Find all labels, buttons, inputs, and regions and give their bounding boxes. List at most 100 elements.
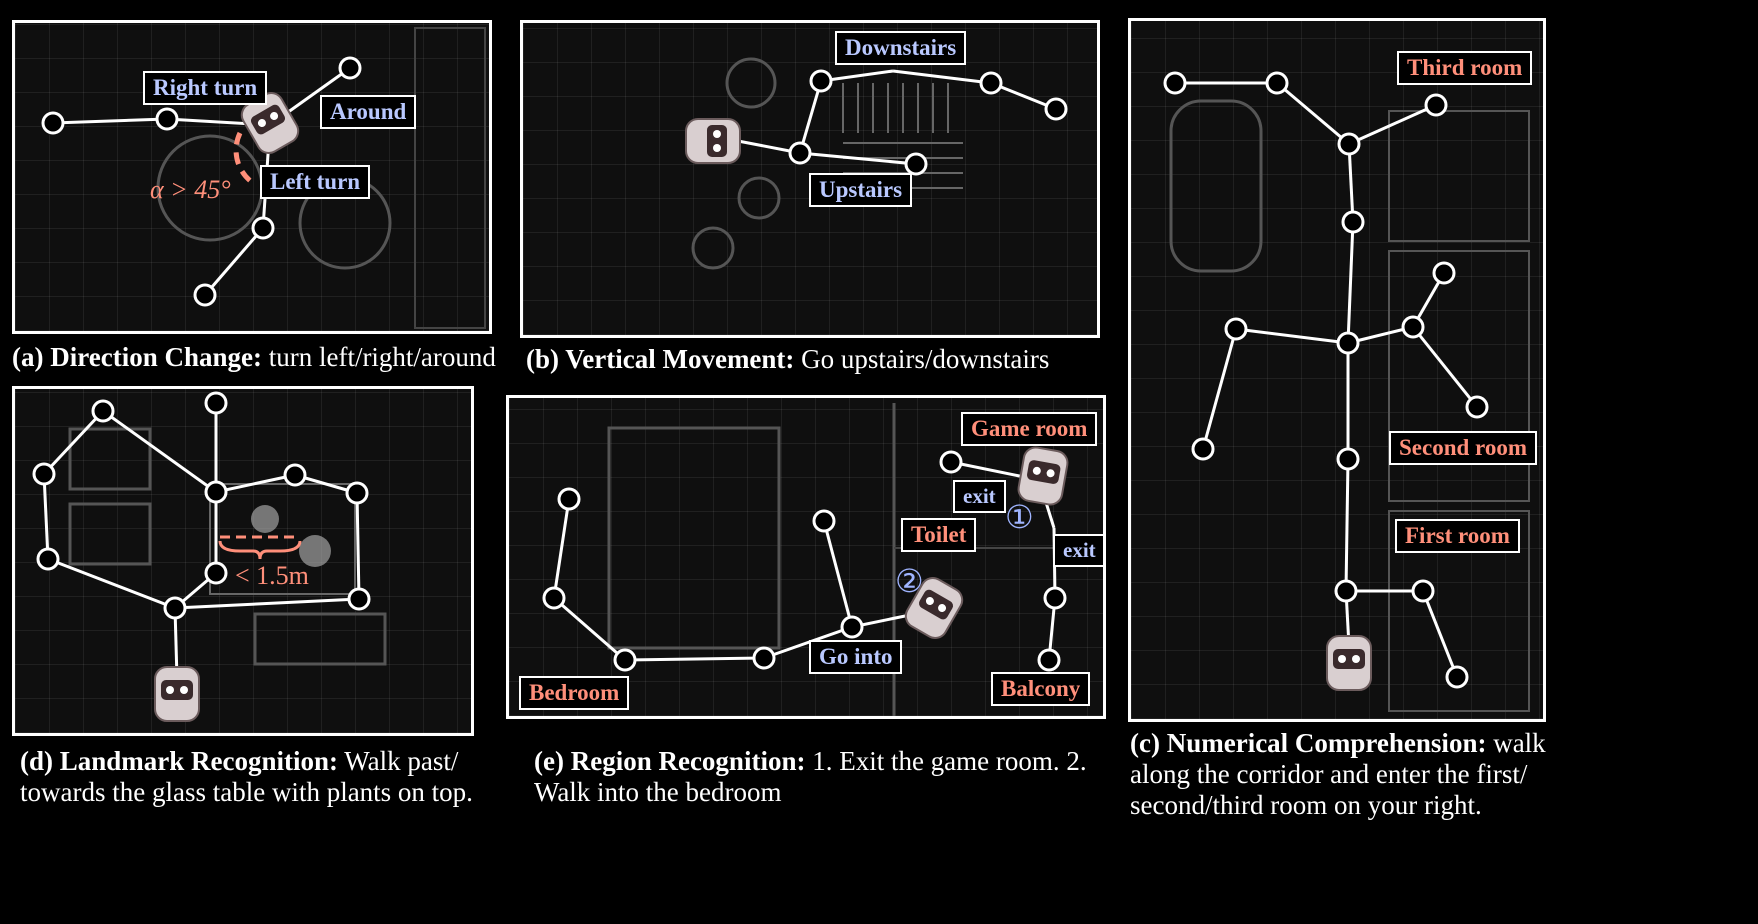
caption-d-text: Walk past/ towards the glass table with … [20, 746, 473, 807]
graph-node [904, 152, 928, 176]
panel-landmark-recognition: < 1.5m [12, 386, 474, 736]
exit-label-1: exit [953, 480, 1006, 513]
panel-region-recognition: Game room exit Toilet exit Bedroom Go in… [506, 395, 1106, 719]
panel-e-graph [542, 403, 1103, 716]
robot-car-icon [1326, 635, 1372, 691]
caption-b: (b) Vertical Movement: Go upstairs/downs… [526, 344, 1106, 375]
step-marker-1: ① [1005, 499, 1034, 535]
room-outline [1388, 510, 1530, 712]
angle-note: α > 45° [150, 175, 231, 204]
toilet-label: Toilet [901, 518, 977, 552]
graph-node [41, 111, 65, 135]
robot-car-icon [154, 666, 200, 722]
caption-b-text: Go upstairs/downstairs [794, 344, 1050, 374]
graph-node [91, 399, 115, 423]
balcony-label: Balcony [991, 672, 1091, 706]
graph-node [979, 71, 1003, 95]
graph-node [1043, 586, 1067, 610]
step-marker-2: ② [895, 563, 924, 599]
graph-node [193, 283, 217, 307]
robot-car-icon [1017, 446, 1069, 506]
sofa-outline [253, 612, 387, 666]
caption-c-text: walk along the corridor and enter the fi… [1130, 728, 1546, 820]
robot-car-icon [685, 118, 741, 164]
caption-a-label: (a) Direction Change: [12, 342, 262, 372]
graph-node [1163, 71, 1187, 95]
robot-car-icon [240, 92, 300, 154]
downstairs-label: Downstairs [835, 31, 967, 65]
panel-a-graph [41, 27, 486, 329]
graph-node [840, 615, 864, 639]
graph-node [1044, 97, 1068, 121]
graph-node [204, 480, 228, 504]
graph-node [283, 463, 307, 487]
graph-node [155, 107, 179, 131]
graph-node [752, 646, 776, 670]
caption-e-text: 1. Exit the game room. 2. Walk into the … [534, 746, 1087, 807]
caption-d: (d) Landmark Recognition: Walk past/ tow… [20, 746, 500, 808]
graph-node [338, 56, 362, 80]
sofa-outline [68, 427, 152, 491]
caption-a: (a) Direction Change: turn left/right/ar… [12, 342, 512, 373]
graph-node [939, 450, 963, 474]
caption-c: (c) Numerical Comprehension: walk along … [1130, 728, 1558, 821]
distance-note: < 1.5m [235, 561, 309, 590]
first-room-label: First room [1395, 519, 1520, 553]
second-room-label: Second room [1389, 431, 1537, 465]
graph-node [557, 487, 581, 511]
plant-icon [299, 535, 331, 567]
graph-node [1445, 665, 1469, 689]
caption-d-label: (d) Landmark Recognition: [20, 746, 339, 776]
wall-outline [414, 27, 486, 329]
graph-node [1224, 317, 1248, 341]
panel-d-graph [32, 391, 387, 722]
graph-node [1411, 579, 1435, 603]
graph-node [1432, 261, 1456, 285]
plant-icon [251, 505, 279, 533]
graph-node [347, 587, 371, 611]
graph-node [1265, 71, 1289, 95]
graph-node [1334, 579, 1358, 603]
caption-e-label: (e) Region Recognition: [534, 746, 806, 776]
graph-node [1424, 93, 1448, 117]
glass-table [209, 483, 356, 595]
graph-node [809, 69, 833, 93]
graph-node [345, 481, 369, 505]
caption-a-text: turn left/right/around [261, 342, 496, 372]
panel-numerical-comprehension: Third room Second room First room [1128, 18, 1546, 722]
go-into-label: Go into [809, 640, 903, 674]
graph-node [1191, 437, 1215, 461]
robot-car-icon [904, 577, 964, 639]
round-table [725, 57, 777, 109]
round-table [691, 226, 735, 270]
parked-car-outline [1169, 99, 1263, 273]
upstairs-label: Upstairs [809, 173, 913, 207]
room-outline [1388, 250, 1530, 502]
graph-node [1337, 132, 1361, 156]
graph-node [788, 141, 812, 165]
graph-node [36, 547, 60, 571]
around-label: Around [320, 95, 417, 129]
graph-node [1465, 395, 1489, 419]
caption-b-label: (b) Vertical Movement: [526, 344, 795, 374]
sofa-outline [68, 502, 152, 566]
panel-direction-change: Right turn Around Left turn α > 45° [12, 20, 492, 334]
left-turn-label: Left turn [260, 165, 371, 199]
graph-node [1401, 315, 1425, 339]
graph-node [613, 648, 637, 672]
panel-c-graph [1163, 71, 1530, 712]
graph-node [163, 596, 187, 620]
caption-e: (e) Region Recognition: 1. Exit the game… [534, 746, 1094, 808]
game-room-label: Game room [961, 412, 1098, 446]
graph-node [1336, 331, 1360, 355]
distance-brace [218, 540, 302, 560]
graph-node [32, 462, 56, 486]
graph-node [1037, 648, 1061, 672]
graph-node [812, 509, 836, 533]
third-room-label: Third room [1397, 51, 1533, 85]
panel-vertical-movement: Downstairs Upstairs [520, 20, 1100, 338]
bed-outline [607, 426, 781, 650]
right-turn-label: Right turn [143, 71, 268, 105]
round-table [737, 176, 781, 220]
graph-node [251, 216, 275, 240]
